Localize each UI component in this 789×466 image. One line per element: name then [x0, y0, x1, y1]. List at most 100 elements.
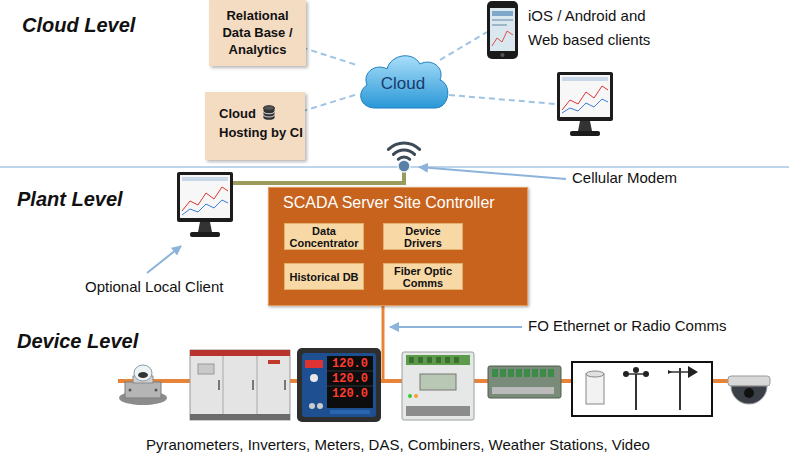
meter-icon: [297, 348, 381, 422]
dashed-link: [449, 95, 556, 104]
leader-arrow: [147, 167, 566, 327]
phone-icon: [492, 19, 513, 21]
weather-station-icon: [635, 374, 637, 410]
device-caption: Pyranometers, Inverters, Meters, DAS, Co…: [146, 436, 776, 454]
das-icon: [414, 394, 418, 398]
combiner-icon: [508, 369, 514, 377]
database-icon: [264, 106, 275, 111]
combiner-icon: [532, 369, 538, 377]
database-icon: [263, 105, 275, 120]
monitor-icon: [177, 172, 233, 222]
monitor-icon: [177, 172, 233, 237]
inverter-icon: [218, 380, 220, 390]
das-icon: [408, 394, 412, 398]
monitor-icon: [570, 131, 600, 136]
phone-icon: [487, 1, 518, 59]
meter-reading: 120.0: [332, 372, 376, 386]
modem-icon: [393, 150, 414, 154]
weather-station-icon: [586, 371, 604, 377]
weather-station-icon: [679, 368, 681, 410]
phone-icon: [490, 8, 515, 51]
level-title: Device Level: [17, 330, 217, 353]
inverter-icon: [284, 380, 286, 390]
node-text: Cloud: [381, 74, 425, 94]
node-text: Data Concentrator: [288, 225, 360, 249]
phone-icon: [487, 1, 518, 59]
combiner-icon: [492, 369, 498, 377]
inverter-icon: [190, 414, 290, 420]
module-box: Historical DB: [284, 263, 364, 290]
combiner-icon: [488, 366, 561, 398]
das-icon: [406, 355, 470, 365]
modem-icon: [388, 143, 419, 172]
weather-station-icon: [572, 362, 712, 416]
monitor-icon: [198, 222, 212, 232]
combiner-icon: [500, 369, 506, 377]
inverter-icon: [190, 350, 290, 356]
analytics-box: Relational Data Base / Analytics: [209, 0, 306, 66]
phone-icon: [492, 31, 513, 46]
meter-reading: 120.0: [332, 357, 376, 371]
meter-icon: [302, 353, 376, 417]
weather-station-icon: [668, 370, 672, 374]
node-text: Fiber Optic Comms: [387, 265, 459, 289]
weather-station-icon: [643, 371, 649, 377]
das-icon: [402, 352, 474, 420]
level-title: Plant Level: [17, 188, 217, 211]
monitor-icon: [180, 175, 230, 218]
module-box: Fiber Optic Comms: [383, 263, 463, 290]
camera-icon: [728, 376, 770, 404]
monitor-icon: [182, 177, 228, 181]
leader-arrow: [419, 167, 566, 179]
cloud-outline: [361, 56, 448, 108]
monitor-icon: [557, 72, 613, 136]
pyranometer-icon: [155, 389, 158, 392]
monitor-icon: [562, 86, 608, 110]
local-link: [232, 172, 404, 183]
database-icon: [264, 112, 275, 114]
monitor-icon: [557, 72, 613, 121]
hosting-box: Cloud Hosting by CI: [205, 92, 305, 160]
inverter-icon: [252, 380, 254, 390]
monitor-icon: [182, 200, 228, 215]
module-box: Device Drivers: [383, 223, 463, 250]
monitor-icon: [562, 77, 608, 81]
level-title: Cloud Level: [22, 14, 222, 37]
dashed-link: [440, 32, 487, 60]
inverter-icon: [198, 364, 214, 374]
comms-wire: [382, 306, 385, 381]
inverter-icon: [190, 350, 290, 420]
combiner-icon: [524, 369, 530, 377]
monitor-icon: [560, 75, 610, 117]
weather-station-icon: [586, 374, 604, 404]
das-icon: [409, 357, 414, 363]
inverter-icon: [257, 356, 258, 414]
das-icon: [402, 352, 474, 420]
combiner-icon: [516, 369, 522, 377]
callout-text: Optional Local Client: [85, 278, 285, 296]
monitor-icon: [182, 187, 228, 211]
cloud-shape: Cloud: [355, 50, 451, 110]
inverter-icon: [268, 360, 280, 364]
phone-icon: [492, 11, 513, 16]
monitor-icon: [578, 121, 592, 131]
node-text: Historical DB: [289, 271, 358, 283]
client-caption: iOS / Android and Web based clients: [528, 4, 660, 52]
das-icon: [406, 406, 470, 416]
leader-arrow: [147, 246, 181, 273]
combiner-icon: [488, 366, 561, 398]
pyranometer-icon: [138, 372, 148, 378]
pyranometer-icon: [119, 365, 167, 405]
weather-station-icon: [688, 366, 698, 378]
modem-icon: [388, 143, 419, 149]
pyranometer-icon: [134, 365, 152, 381]
dashed-connector: [305, 95, 355, 111]
meter-icon: [310, 374, 318, 382]
meter-reading: 120.0: [332, 387, 376, 401]
weather-station-icon: [633, 367, 639, 373]
database-icon: [264, 115, 275, 117]
das-icon: [454, 357, 459, 363]
weather-station-icon: [572, 362, 712, 416]
combiner-icon: [548, 369, 554, 377]
